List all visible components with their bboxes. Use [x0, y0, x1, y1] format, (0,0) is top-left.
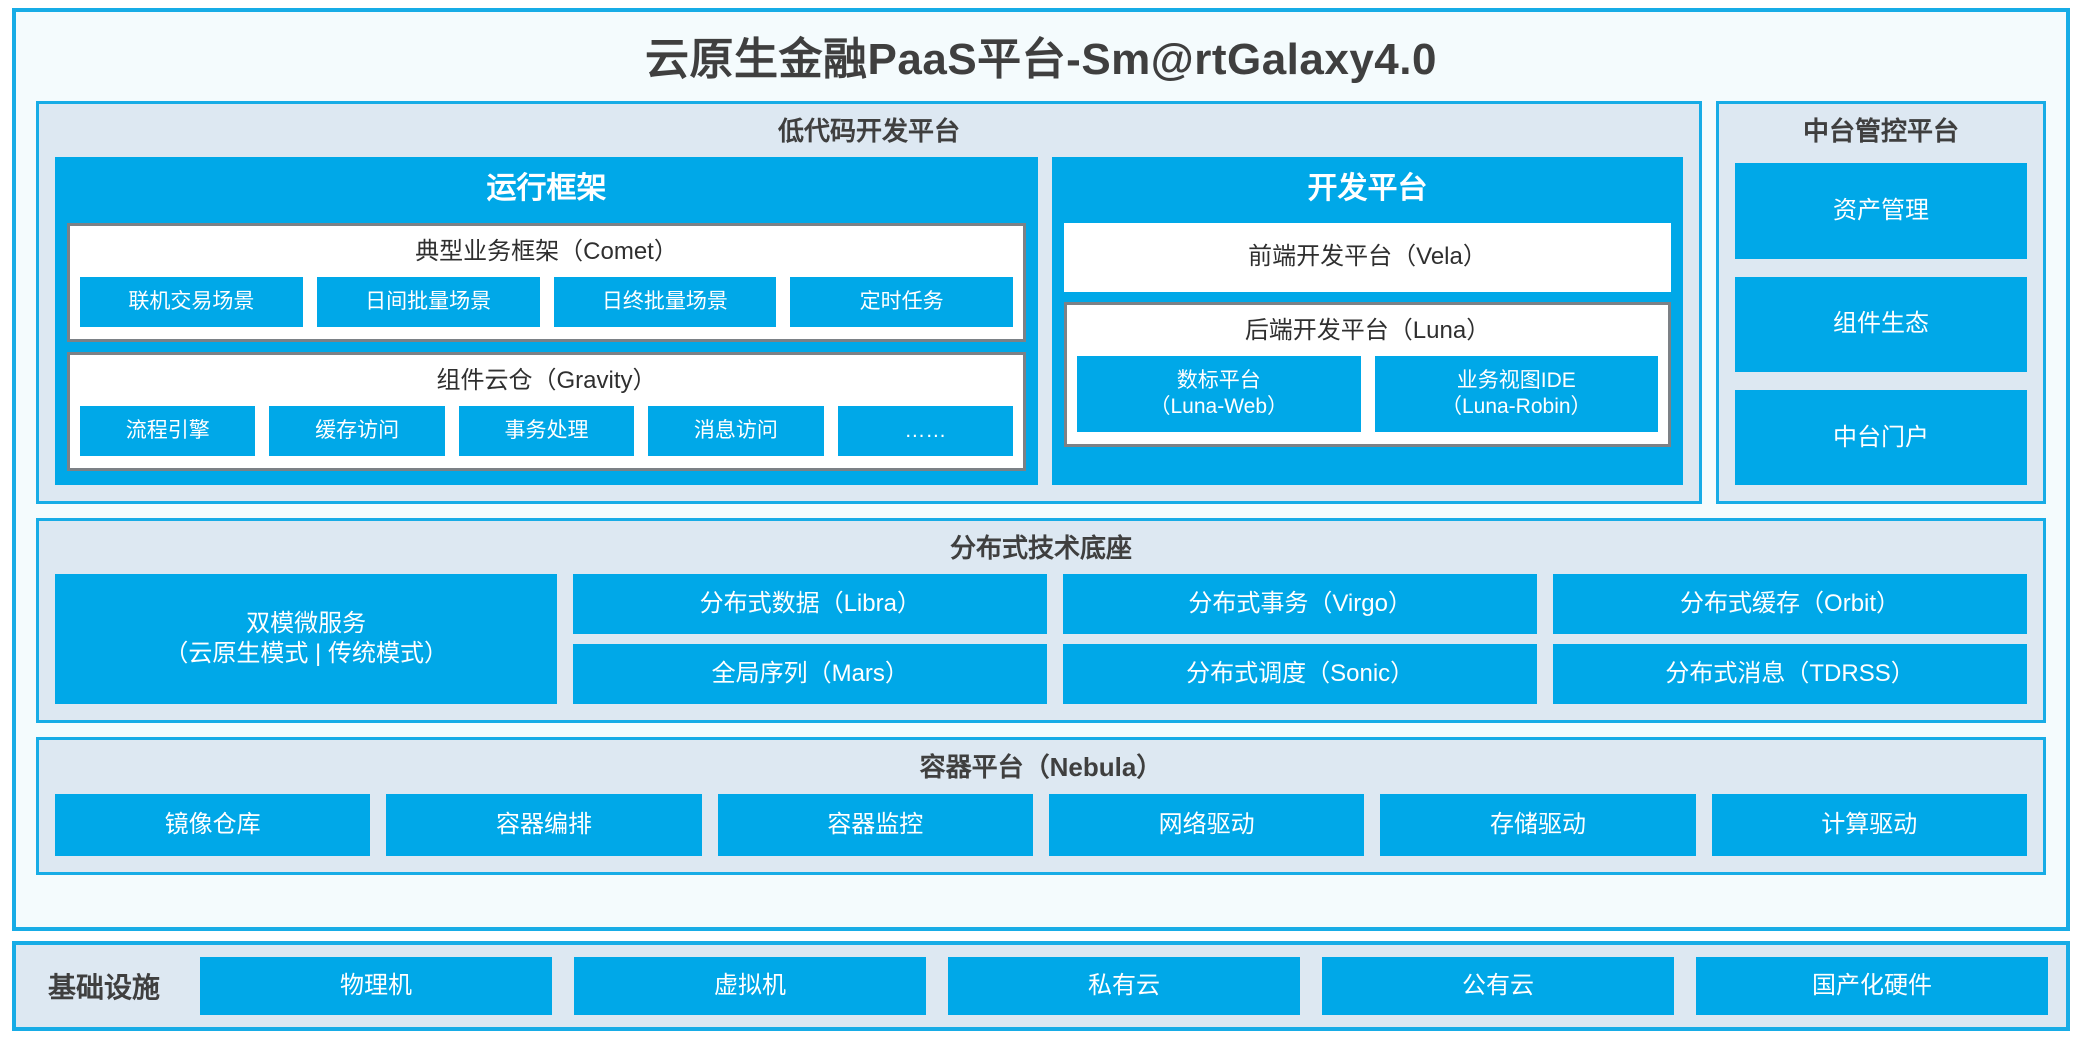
container-item-orchestration[interactable]: 容器编排 — [386, 793, 702, 856]
container-chip-row: 镜像仓库 容器编排 容器监控 网络驱动 存储驱动 计算驱动 — [55, 793, 2027, 856]
infra-item-physical-machine[interactable]: 物理机 — [200, 957, 553, 1015]
luna-backend-title: 后端开发平台（Luna） — [1244, 316, 1491, 344]
runtime-framework-title: 运行框架 — [486, 172, 607, 206]
lowcode-columns: 运行框架 典型业务框架（Comet） 联机交易场景 日间批量场景 日终批量场景 … — [55, 157, 1683, 486]
comet-chip-row: 联机交易场景 日间批量场景 日终批量场景 定时任务 — [80, 276, 1013, 328]
comet-item-eod-batch[interactable]: 日终批量场景 — [553, 276, 777, 328]
midctrl-item-component-ecosystem[interactable]: 组件生态 — [1735, 276, 2027, 372]
luna-item-luna-robin[interactable]: 业务视图IDE （Luna-Robin） — [1374, 355, 1659, 433]
comet-box: 典型业务框架（Comet） 联机交易场景 日间批量场景 日终批量场景 定时任务 — [67, 223, 1027, 343]
runtime-framework-card: 运行框架 典型业务框架（Comet） 联机交易场景 日间批量场景 日终批量场景 … — [55, 157, 1039, 486]
lowcode-platform-title: 低代码开发平台 — [777, 116, 960, 146]
gravity-title: 组件云仓（Gravity） — [436, 367, 657, 395]
dev-platform-title: 开发平台 — [1307, 172, 1428, 206]
distributed-col-3: 分布式缓存（Orbit） 分布式消息（TDRSS） — [1553, 574, 2027, 705]
gravity-item-cache-access[interactable]: 缓存访问 — [269, 406, 445, 457]
distributed-foundation-panel: 分布式技术底座 双模微服务 （云原生模式 | 传统模式） 分布式数据（Libra… — [36, 518, 2046, 724]
midctrl-item-asset-management[interactable]: 资产管理 — [1735, 163, 2027, 259]
dev-platform-card: 开发平台 前端开发平台（Vela） 后端开发平台（Luna） 数标平台 （Lun… — [1052, 157, 1683, 486]
platform-body: 低代码开发平台 运行框架 典型业务框架（Comet） 联机交易场景 日间批量场景… — [36, 101, 2046, 907]
midctrl-platform-panel: 中台管控平台 资产管理 组件生态 中台门户 — [1716, 101, 2046, 505]
midctrl-item-list: 资产管理 组件生态 中台门户 — [1735, 157, 2027, 486]
luna-backend-box: 后端开发平台（Luna） 数标平台 （Luna-Web） 业务视图IDE （Lu… — [1064, 301, 1671, 448]
infra-item-virtual-machine[interactable]: 虚拟机 — [574, 957, 927, 1015]
container-item-image-registry[interactable]: 镜像仓库 — [55, 793, 371, 856]
container-item-compute-driver[interactable]: 计算驱动 — [1711, 793, 2027, 856]
distributed-grid: 双模微服务 （云原生模式 | 传统模式） 分布式数据（Libra） 全局序列（M… — [55, 574, 2027, 705]
page-title: 云原生金融PaaS平台-Sm@rtGalaxy4.0 — [645, 35, 1437, 84]
gravity-item-message-access[interactable]: 消息访问 — [648, 406, 824, 457]
gravity-item-transaction[interactable]: 事务处理 — [458, 406, 635, 457]
gravity-box: 组件云仓（Gravity） 流程引擎 缓存访问 事务处理 消息访问 …… — [67, 352, 1027, 472]
distributed-col-2: 分布式事务（Virgo） 分布式调度（Sonic） — [1063, 574, 1538, 705]
gravity-item-process-engine[interactable]: 流程引擎 — [80, 406, 256, 457]
container-platform-title: 容器平台（Nebula） — [919, 752, 1163, 783]
container-item-monitoring[interactable]: 容器监控 — [717, 793, 1033, 856]
dist-item-mars[interactable]: 全局序列（Mars） — [573, 644, 1048, 705]
infra-item-domestic-hardware[interactable]: 国产化硬件 — [1696, 957, 2049, 1015]
container-item-storage-driver[interactable]: 存储驱动 — [1380, 793, 1696, 856]
infrastructure-label: 基础设施 — [48, 972, 161, 1003]
comet-item-scheduled-task[interactable]: 定时任务 — [790, 276, 1013, 328]
luna-item-luna-web[interactable]: 数标平台 （Luna-Web） — [1077, 355, 1361, 433]
container-platform-panel: 容器平台（Nebula） 镜像仓库 容器编排 容器监控 网络驱动 存储驱动 计算… — [36, 737, 2046, 875]
midctrl-platform-title: 中台管控平台 — [1802, 116, 1959, 146]
dist-item-orbit[interactable]: 分布式缓存（Orbit） — [1553, 574, 2027, 635]
comet-item-intraday-batch[interactable]: 日间批量场景 — [316, 276, 540, 328]
infrastructure-bar: 基础设施 物理机 虚拟机 私有云 公有云 国产化硬件 — [12, 941, 2070, 1031]
distributed-col-1: 分布式数据（Libra） 全局序列（Mars） — [573, 574, 1048, 705]
infra-item-private-cloud[interactable]: 私有云 — [948, 957, 1301, 1015]
comet-item-online-txn[interactable]: 联机交易场景 — [80, 276, 303, 328]
dist-item-libra[interactable]: 分布式数据（Libra） — [573, 574, 1048, 635]
distributed-foundation-title: 分布式技术底座 — [949, 533, 1132, 564]
dist-item-dual-mode-microservice[interactable]: 双模微服务 （云原生模式 | 传统模式） — [55, 574, 558, 705]
vela-frontend-box[interactable]: 前端开发平台（Vela） — [1064, 223, 1671, 292]
distributed-col-dual-mode: 双模微服务 （云原生模式 | 传统模式） — [55, 574, 558, 705]
infrastructure-chip-row: 物理机 虚拟机 私有云 公有云 国产化硬件 — [200, 957, 2049, 1015]
comet-title: 典型业务框架（Comet） — [415, 238, 678, 266]
midctrl-item-portal[interactable]: 中台门户 — [1735, 389, 2027, 486]
infra-item-public-cloud[interactable]: 公有云 — [1322, 957, 1675, 1015]
row-lowcode-and-midctrl: 低代码开发平台 运行框架 典型业务框架（Comet） 联机交易场景 日间批量场景… — [36, 101, 2046, 505]
lowcode-platform-panel: 低代码开发平台 运行框架 典型业务框架（Comet） 联机交易场景 日间批量场景… — [36, 101, 1702, 505]
luna-chip-row: 数标平台 （Luna-Web） 业务视图IDE （Luna-Robin） — [1077, 355, 1659, 433]
dist-item-tdrss[interactable]: 分布式消息（TDRSS） — [1553, 644, 2027, 705]
container-item-network-driver[interactable]: 网络驱动 — [1048, 793, 1365, 856]
gravity-item-more[interactable]: …… — [837, 406, 1014, 457]
dist-item-sonic[interactable]: 分布式调度（Sonic） — [1063, 644, 1538, 705]
platform-card: 云原生金融PaaS平台-Sm@rtGalaxy4.0 低代码开发平台 运行框架 … — [12, 8, 2070, 931]
gravity-chip-row: 流程引擎 缓存访问 事务处理 消息访问 …… — [80, 406, 1014, 457]
dist-item-virgo[interactable]: 分布式事务（Virgo） — [1063, 574, 1538, 635]
